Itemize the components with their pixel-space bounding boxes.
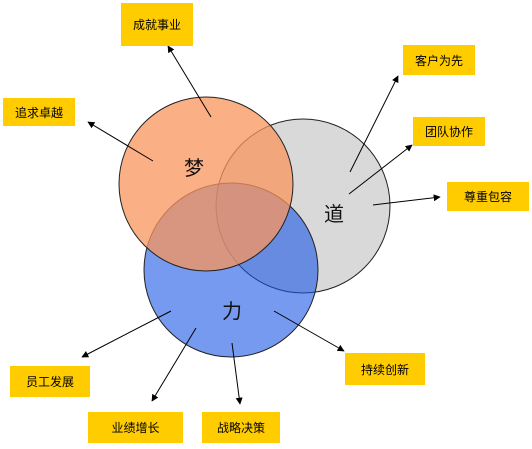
arrow-respect <box>372 194 441 206</box>
circle-label-power: 力 <box>222 299 242 323</box>
label-respect: 尊重包容 <box>447 182 529 211</box>
label-sustained-innovation: 持续创新 <box>345 353 425 385</box>
label-customer-first: 客户为先 <box>403 45 475 75</box>
arrow-performance-growth <box>151 327 197 402</box>
label-career: 成就事业 <box>121 3 193 46</box>
arrow-employee-growth <box>81 310 172 358</box>
label-excellence: 追求卓越 <box>3 98 75 126</box>
arrow-excellence <box>87 121 154 162</box>
arrow-sustained-innovation <box>273 310 345 352</box>
label-performance-growth: 业绩增长 <box>88 412 183 443</box>
arrow-teamwork <box>348 144 413 195</box>
label-strategy: 战略决策 <box>202 412 280 443</box>
label-employee-growth: 员工发展 <box>10 366 90 397</box>
label-teamwork: 团队协作 <box>413 117 485 146</box>
arrows <box>81 45 441 405</box>
circle-label-dream: 梦 <box>184 156 204 180</box>
circle-label-way: 道 <box>324 202 344 226</box>
arrow-customer-first <box>349 75 399 173</box>
arrow-strategy <box>231 342 243 405</box>
circle-dream <box>118 96 294 272</box>
arrow-career <box>167 45 212 118</box>
